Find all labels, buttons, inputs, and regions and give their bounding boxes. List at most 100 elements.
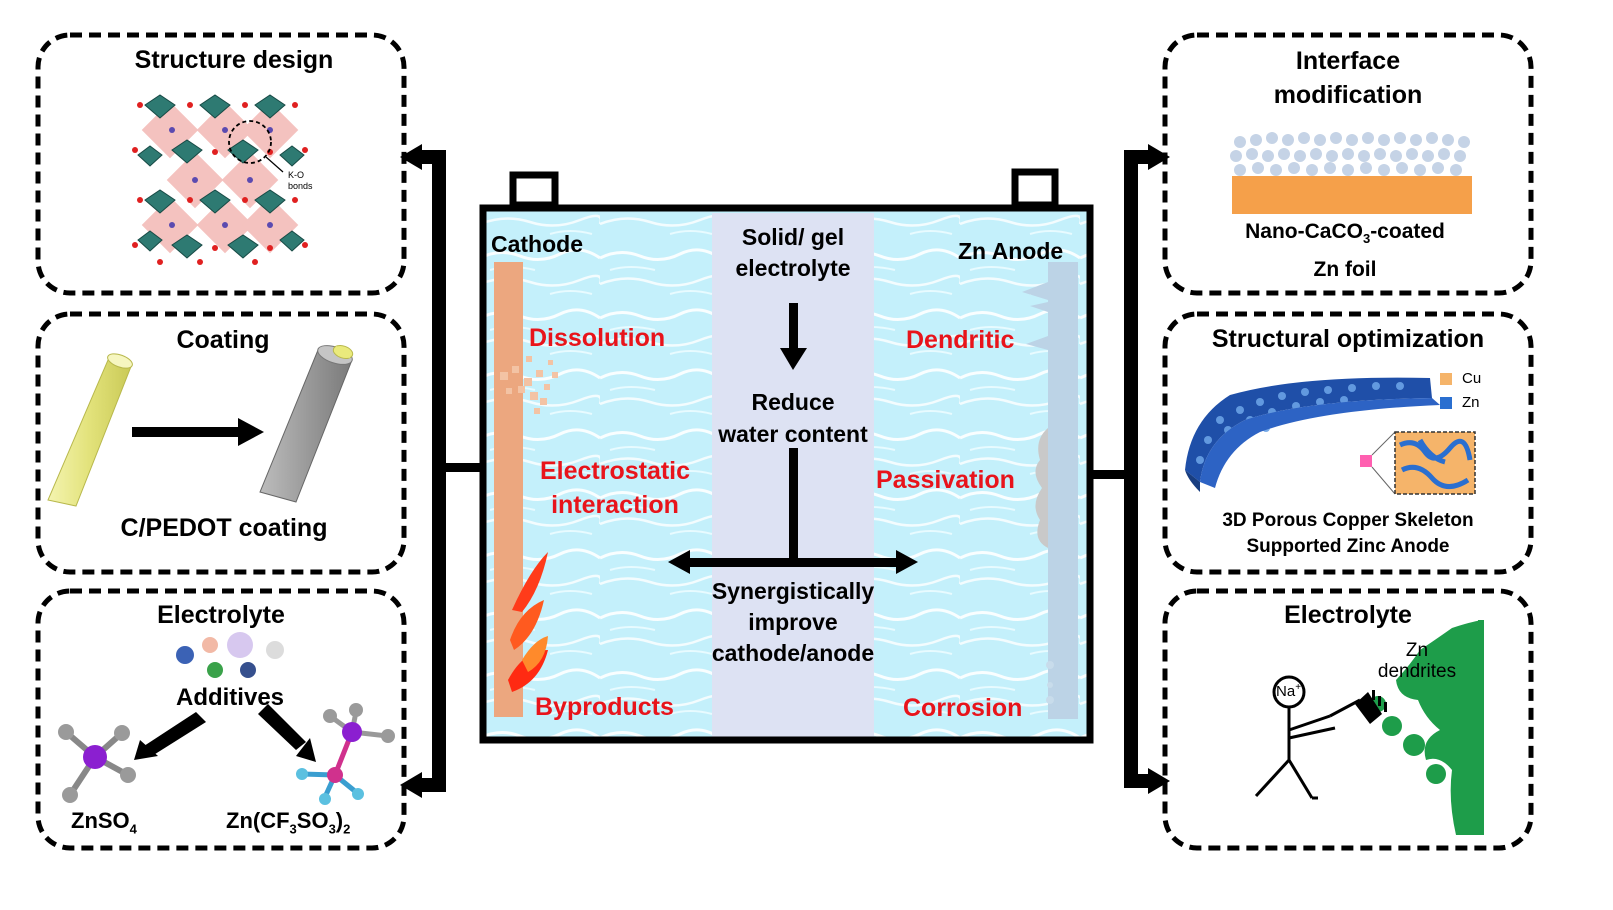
panel-electrolyte-left	[35, 588, 407, 851]
anode-corrosion	[1046, 661, 1054, 704]
zn-triflate-label: Zn(CF3SO3)2	[226, 808, 350, 836]
issue-dendritic: Dendritic	[906, 326, 1015, 354]
panel-structure-design	[35, 32, 407, 296]
anode-label: Zn Anode	[958, 238, 1064, 264]
cathode-terminal	[509, 171, 559, 209]
electrolyte-right-title: Electrolyte	[1284, 601, 1412, 629]
ko-line-2: bonds	[288, 181, 313, 191]
reduce-line-2: water content	[718, 421, 868, 447]
caco3-line-2: Zn foil	[1313, 258, 1377, 282]
dendrites-line-1: Zn	[1405, 640, 1429, 661]
battery-cell	[479, 168, 1094, 744]
issue-byproducts: Byproducts	[535, 693, 674, 721]
panel-coating	[35, 311, 407, 575]
reduce-water-label: Reduce water content	[692, 386, 894, 450]
triflate-sub3: 2	[343, 821, 351, 837]
issue-electrostatic-interaction: Electrostatic interaction	[525, 454, 705, 522]
anode-terminal	[1011, 168, 1059, 209]
legend-cu-label: Cu	[1462, 370, 1482, 387]
caco3-a: Nano-CaCO	[1245, 220, 1363, 243]
horizontal-connector	[684, 558, 902, 567]
skeleton-line-2: Supported Zinc Anode	[1246, 536, 1450, 557]
dissolution-particles	[500, 356, 558, 414]
coating-arrow-shaft	[132, 427, 242, 437]
zn-triflate-molecule-icon	[296, 703, 395, 805]
zn-foil-layer	[1232, 176, 1472, 214]
legend-cu-swatch	[1440, 373, 1452, 385]
coating-caption: C/PEDOT coating	[120, 514, 328, 542]
right-arrow-icon	[896, 550, 918, 574]
ko-bonds-annotation: K-O bonds	[288, 170, 313, 192]
solid-gel-electrolyte-label: Solid/ gel electrolyte	[712, 222, 874, 284]
porous-skeleton-caption: 3D Porous Copper Skeleton Supported Zinc…	[1165, 508, 1531, 560]
panel-electrolyte-right	[1162, 588, 1534, 851]
anode-plate	[1048, 262, 1078, 719]
left-arrow-icon	[668, 550, 690, 574]
zn-dendrites-label: Zn dendrites	[1362, 640, 1472, 682]
znso4-sub: 4	[129, 821, 137, 837]
triflate-c: )	[335, 808, 344, 833]
cathode-label: Cathode	[491, 231, 583, 257]
caco3-line-1: Nano-CaCO3-coated	[1165, 216, 1525, 254]
panel-interface-modification	[1162, 32, 1534, 296]
synergy-line-2: improve	[748, 609, 838, 635]
anode-dendrites	[1022, 282, 1048, 350]
arrow-to-interface-icon	[1148, 144, 1170, 170]
left-bracket	[400, 144, 485, 798]
triflate-a: Zn(CF	[226, 808, 290, 833]
electrolyte-line-1: Solid/ gel	[741, 224, 845, 250]
znso4-molecule-icon	[58, 724, 136, 803]
highlight-circle	[228, 120, 272, 164]
znso4-label: ZnSO4	[71, 808, 137, 836]
electrolyte-line-2: electrolyte	[735, 255, 851, 281]
additive-arrows	[134, 704, 316, 762]
arrow-to-anode-electrolyte-icon	[1148, 768, 1170, 794]
zoom-region-marker	[1360, 455, 1372, 467]
na-ion-label: Na+	[1276, 682, 1301, 700]
na-ion-symbol: Na	[1276, 683, 1296, 700]
synergy-label: Synergistically improve cathode/anode	[682, 576, 904, 669]
anode-passivation	[1035, 428, 1048, 548]
triflate-sub1: 3	[289, 821, 297, 837]
coated-rod-icon	[259, 345, 354, 503]
dendrites-line-2: dendrites	[1377, 661, 1457, 682]
triflate-sub2: 3	[328, 821, 336, 837]
comb-tool-icon	[1355, 690, 1387, 724]
uncoated-rod-icon	[47, 353, 133, 507]
cathode-plate	[494, 262, 523, 717]
electrolyte-left-title: Electrolyte	[157, 601, 285, 629]
down-arrow-icon	[780, 348, 807, 370]
caco3-b: -coated	[1370, 220, 1445, 243]
znso4-main: ZnSO	[71, 808, 130, 833]
coating-title: Coating	[176, 326, 270, 354]
caco3-caption: Nano-CaCO3-coated Zn foil	[1165, 216, 1525, 285]
issue-corrosion: Corrosion	[903, 694, 1023, 722]
na-ion-charge: +	[1295, 682, 1302, 693]
caco3-sub: 3	[1362, 231, 1371, 247]
crystal-structure-icon	[132, 94, 308, 265]
ko-line-1: K-O	[288, 170, 305, 180]
electrostatic-line-2: interaction	[551, 491, 679, 519]
skeleton-line-1: 3D Porous Copper Skeleton	[1222, 510, 1474, 531]
vertical-connector	[789, 448, 798, 564]
additive-spheres	[176, 632, 284, 678]
structural-optimization-title: Structural optimization	[1211, 325, 1485, 353]
additives-label: Additives	[175, 684, 285, 711]
issue-passivation: Passivation	[876, 466, 1015, 494]
interface-line-2: modification	[1273, 81, 1423, 109]
interface-line-1: Interface	[1295, 47, 1401, 75]
reduce-line-1: Reduce	[751, 389, 835, 415]
interface-modification-title: Interface modification	[1165, 44, 1531, 112]
structure-design-title: Structure design	[134, 46, 334, 74]
right-bracket	[1090, 144, 1170, 794]
porous-copper-skeleton-icon	[1185, 373, 1476, 495]
arrow-to-electrolyte-icon	[400, 772, 422, 798]
synergy-line-3: cathode/anode	[711, 640, 875, 666]
legend-zn-swatch	[1440, 397, 1452, 409]
caco3-nanoparticles-icon	[1230, 132, 1470, 176]
issue-dissolution: Dissolution	[529, 324, 666, 352]
coating-arrow-icon	[238, 418, 264, 446]
synergy-line-1: Synergistically	[711, 578, 875, 604]
legend-zn-label: Zn	[1462, 394, 1480, 411]
